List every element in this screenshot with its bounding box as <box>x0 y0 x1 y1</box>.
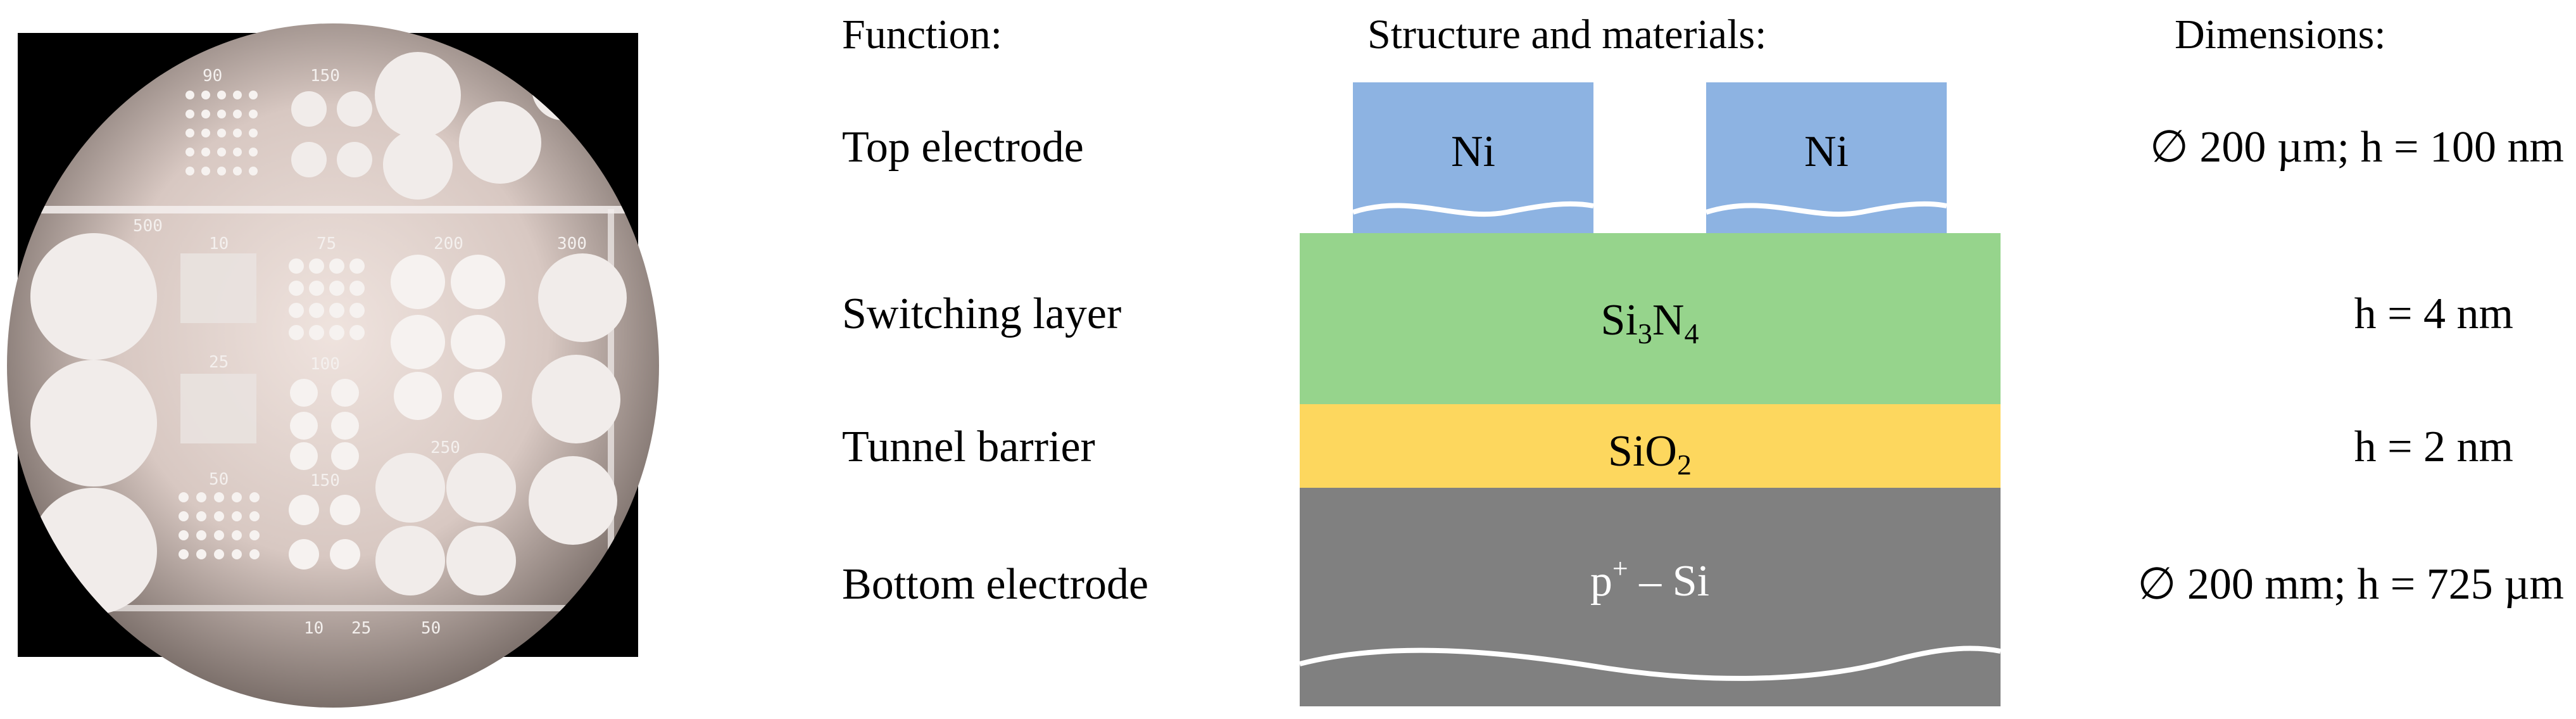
column-headers: Function: Structure and materials: Dimen… <box>842 11 2386 58</box>
photo-label: 25 <box>209 353 229 372</box>
function-tunnel-barrier: Tunnel barrier <box>842 423 1095 471</box>
photo-pad <box>291 91 327 127</box>
photo-label: 100 <box>310 355 340 374</box>
function-switching-layer: Switching layer <box>842 290 1121 338</box>
photo-pad <box>290 379 318 407</box>
ni-label-left: Ni <box>1451 127 1495 176</box>
dimension-switching-layer: h = 4 nm <box>2354 290 2513 338</box>
photo-pad <box>337 142 372 177</box>
photo-dot-grid <box>185 91 258 175</box>
microscope-photo: 90 150 500 10 75 200 300 25 100 250 50 1… <box>7 23 659 708</box>
photo-pad <box>375 453 445 523</box>
photo-dot-grid-75 <box>289 258 365 340</box>
tunnel-barrier <box>1300 404 2001 488</box>
photo-pad <box>30 233 157 360</box>
ni-electrode-right: Ni <box>1705 82 1947 233</box>
photo-pad <box>330 539 360 569</box>
switching-layer-label: Si3N4 <box>1601 296 1699 350</box>
photo-pad <box>391 315 445 369</box>
photo-pad <box>375 52 461 138</box>
tunnel-barrier-label: SiO2 <box>1608 427 1692 481</box>
ni-label-right: Ni <box>1804 127 1849 176</box>
photo-pad <box>337 91 372 127</box>
dimension-tunnel-barrier: h = 2 nm <box>2354 423 2513 471</box>
photo-pad <box>451 315 505 369</box>
break-line <box>1352 201 1594 217</box>
photo-pad <box>331 442 359 470</box>
ni-electrode-left: Ni <box>1352 82 1594 233</box>
photo-labels: 90 150 500 10 75 200 300 25 100 250 50 1… <box>133 67 587 638</box>
photo-pad <box>291 142 327 177</box>
switching-layer <box>1300 233 2001 404</box>
photo-label: 10 <box>304 619 324 638</box>
photo-pad-pattern: 90 150 500 10 75 200 300 25 100 250 50 1… <box>7 52 659 638</box>
photo-pad <box>454 372 502 420</box>
photo-label: 300 <box>557 234 587 253</box>
photo-pad <box>290 442 318 470</box>
dimension-labels: ∅ 200 µm; h = 100 nm h = 4 nm h = 2 nm ∅… <box>2137 123 2564 609</box>
photo-pad <box>391 255 445 309</box>
photo-label: 25 <box>351 619 371 638</box>
photo-label: 90 <box>203 67 222 86</box>
photo-label: 150 <box>310 67 340 86</box>
photo-pad <box>532 355 620 443</box>
photo-dot-grid-50 <box>179 492 260 559</box>
photo-label: 150 <box>310 471 340 490</box>
photo-label: 10 <box>209 234 229 253</box>
dimension-bottom-electrode: ∅ 200 mm; h = 725 µm <box>2137 560 2564 609</box>
photo-pad <box>330 495 360 525</box>
photo-label: 50 <box>421 619 441 638</box>
function-labels: Top electrode Switching layer Tunnel bar… <box>842 123 1148 609</box>
function-bottom-electrode: Bottom electrode <box>842 560 1148 609</box>
photo-pad <box>529 456 617 545</box>
photo-fine-grid <box>180 374 256 443</box>
photo-label: 75 <box>317 234 336 253</box>
photo-pad <box>289 495 319 525</box>
photo-pad <box>331 379 359 407</box>
header-structure: Structure and materials: <box>1367 11 1766 58</box>
photo-pad <box>446 453 516 523</box>
photo-pad <box>290 412 318 440</box>
photo-pad <box>383 130 453 200</box>
photo-label: 200 <box>434 234 463 253</box>
photo-stripe <box>7 605 659 611</box>
function-top-electrode: Top electrode <box>842 123 1084 172</box>
photo-pad <box>446 526 516 595</box>
bottom-electrode-label: p+ – Si <box>1590 553 1709 606</box>
photo-label: 50 <box>209 470 229 489</box>
photo-pad <box>538 253 627 342</box>
photo-pad <box>459 101 541 184</box>
photo-pad <box>375 526 445 595</box>
dimension-top-electrode: ∅ 200 µm; h = 100 nm <box>2150 123 2564 172</box>
photo-pad <box>394 372 442 420</box>
photo-stripe <box>7 206 659 213</box>
photo-label: 500 <box>133 217 163 236</box>
photo-fine-grid <box>180 253 256 323</box>
layer-stack: Ni Ni Si3N4 SiO2 p+ – Si <box>1299 82 2001 706</box>
header-function: Function: <box>842 11 1002 58</box>
photo-pad <box>331 412 359 440</box>
photo-pad <box>289 539 319 569</box>
break-line <box>1299 646 2001 681</box>
header-dimensions: Dimensions: <box>2175 11 2386 58</box>
photo-pad <box>451 255 505 309</box>
break-line <box>1705 201 1947 217</box>
photo-label: 250 <box>430 438 460 457</box>
photo-pad <box>30 360 157 487</box>
bottom-electrode <box>1300 488 2001 706</box>
